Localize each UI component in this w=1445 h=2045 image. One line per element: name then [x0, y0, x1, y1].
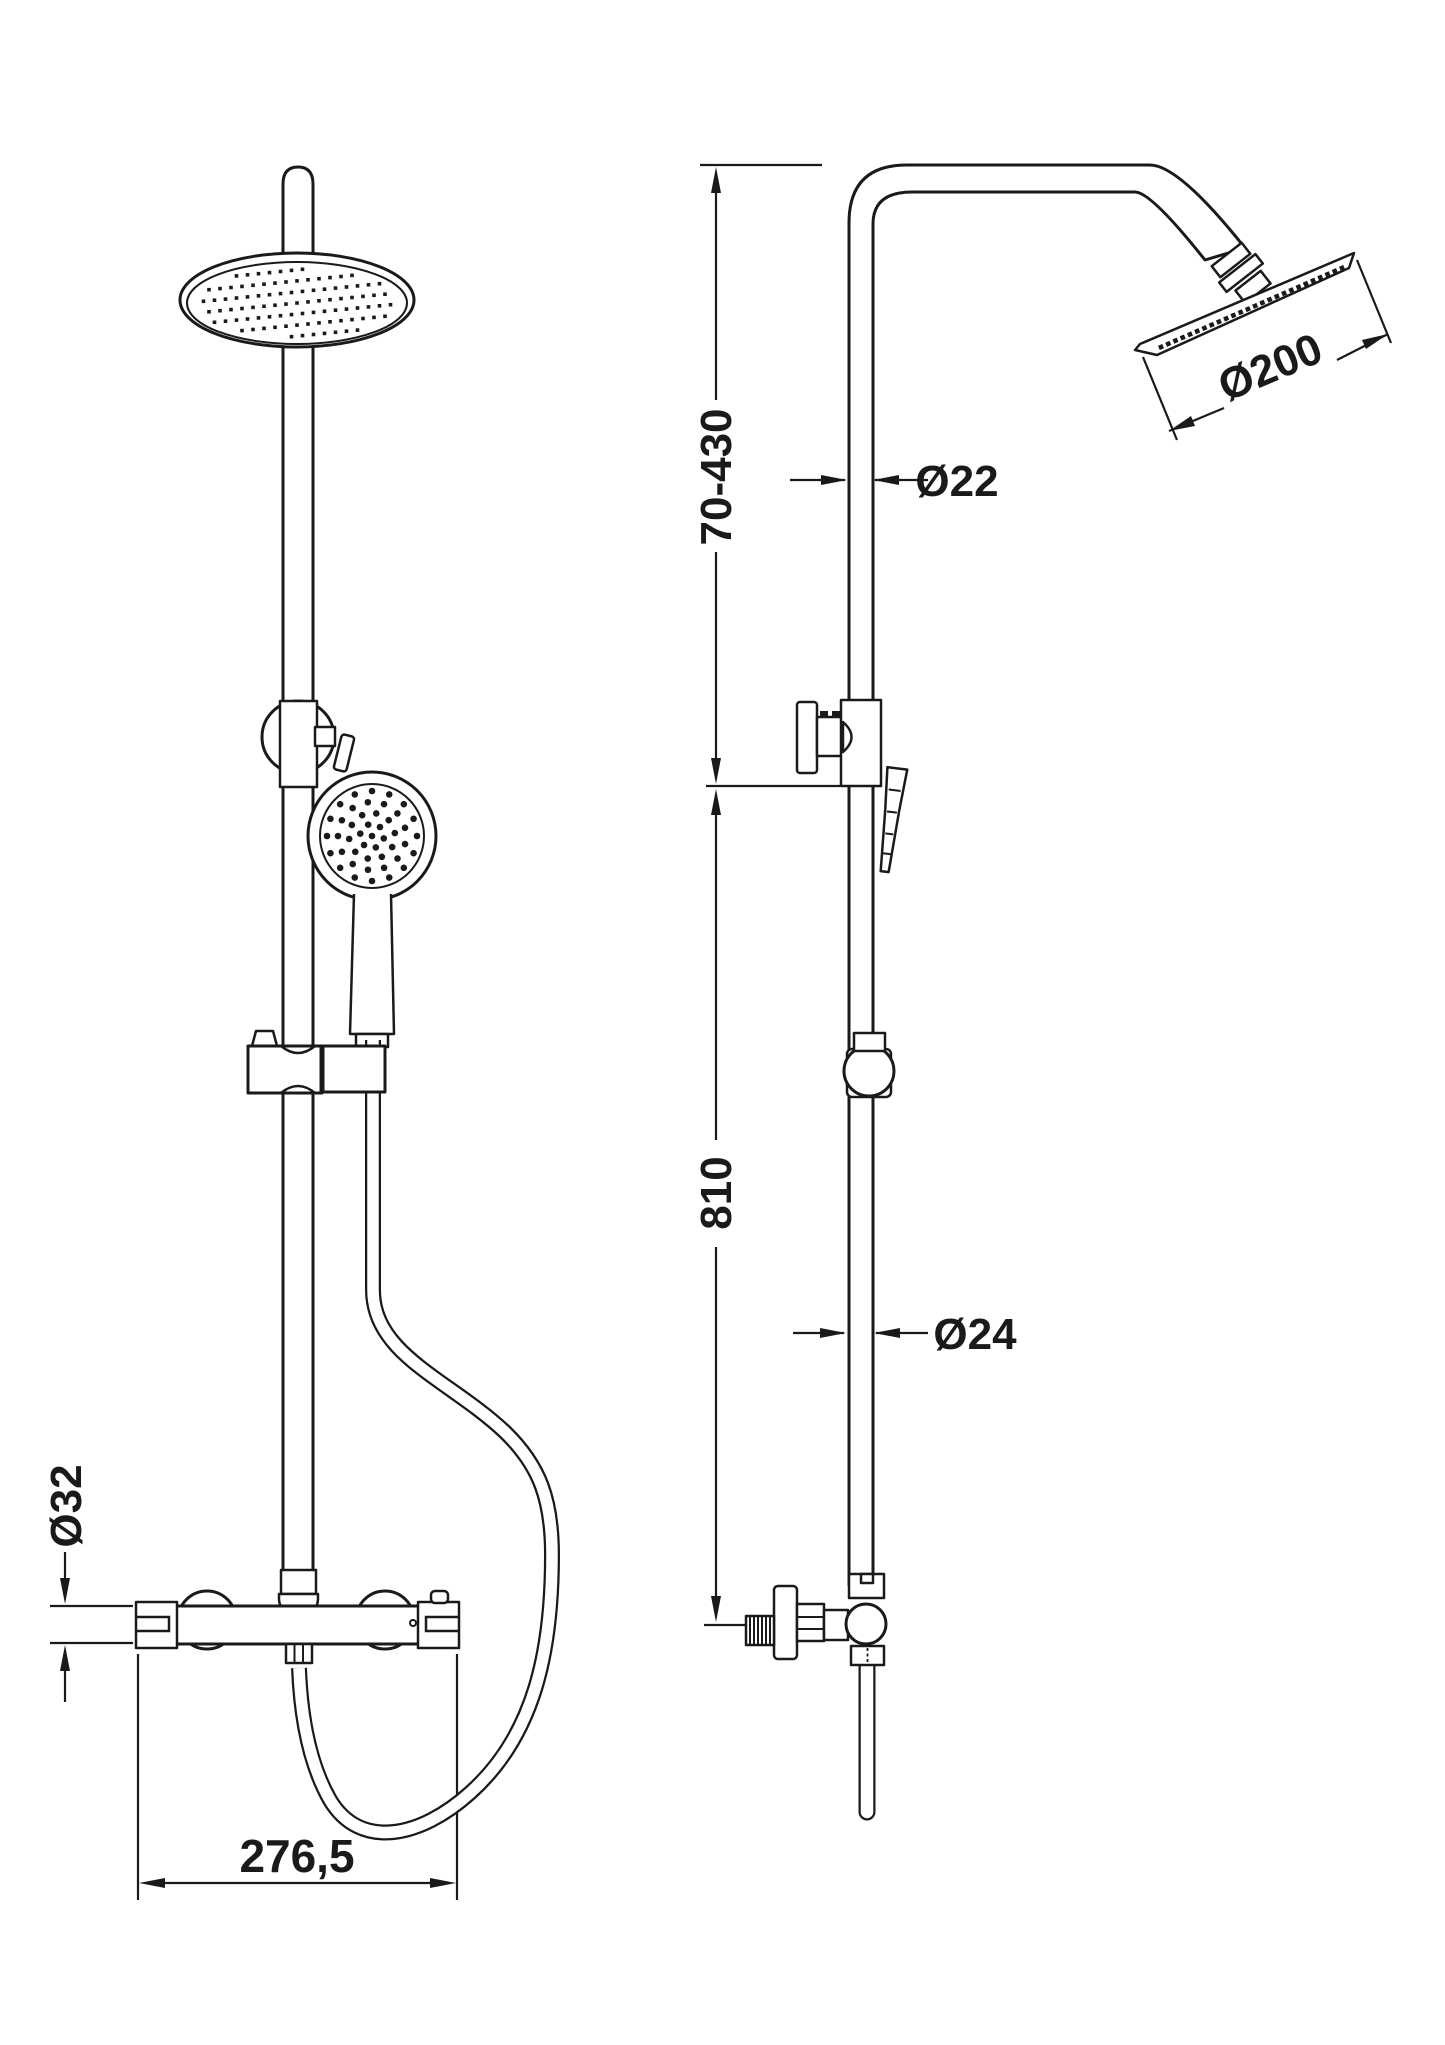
side-overhead-shower: [1133, 251, 1356, 357]
arrowhead-right: [430, 1878, 456, 1888]
dimension-layer: 70-430 810 Ø22 Ø24: [42, 163, 1393, 1900]
clamp-right-block: [320, 1044, 387, 1094]
hand-shower-nozzles: [323, 787, 421, 885]
bracket-flange: [795, 700, 819, 775]
side-riser-pipe: [847, 163, 1247, 1587]
clamp-lock-tab: [250, 1029, 279, 1048]
dim-label-upper-pipe-diameter: Ø22: [915, 457, 998, 506]
front-hand-shower: [306, 770, 438, 1049]
front-view: [134, 165, 561, 1841]
shower-arm-connector: [1210, 241, 1272, 305]
arrowhead-down: [711, 758, 721, 784]
overhead-shower-rim: [178, 251, 416, 349]
arrowhead-up: [711, 789, 721, 815]
dim-upper-pipe-diameter: Ø22: [790, 457, 999, 506]
front-shower-hose: [291, 1040, 561, 1841]
dim-label-rail-diameter: Ø24: [933, 1310, 1017, 1359]
diverter-lever-handle: [332, 733, 356, 773]
valve-left-end-cap: [134, 1600, 179, 1650]
front-diverter: [260, 699, 356, 789]
dim-rail-length: 810: [692, 789, 745, 1627]
front-slider-clamp: [246, 1029, 387, 1095]
front-overhead-shower: [178, 251, 416, 349]
dim-label-valve-body-diameter: Ø32: [42, 1464, 91, 1547]
valve-left-slot: [137, 1615, 171, 1633]
side-collar-notch: [859, 1572, 875, 1585]
dim-rail-diameter: Ø24: [793, 1310, 1017, 1359]
arrowhead-up: [60, 1645, 70, 1671]
side-valve-assembly: [744, 1572, 888, 1821]
inlet-hex-nut: [795, 1602, 826, 1643]
side-clamp-bracket: [852, 1031, 887, 1053]
bracket-ball-nub: [841, 720, 853, 754]
dim-label-rail-length: 810: [692, 1156, 741, 1229]
dim-label-overhead-shower-diameter: Ø200: [1211, 324, 1329, 411]
side-hand-shower: [879, 765, 909, 874]
valve-right-slot: [424, 1615, 458, 1633]
arrowhead-right: [821, 475, 847, 485]
overhead-shower-face: [186, 261, 408, 345]
dim-height-adjust: 70-430: [692, 163, 840, 788]
riser-connector-collar: [279, 1568, 318, 1596]
hand-shower-handle: [348, 893, 396, 1036]
valve-pin-detail: [409, 1619, 417, 1627]
arrowhead-down-left: [1169, 416, 1195, 431]
threaded-inlet: [744, 1614, 776, 1647]
rail-sleeve: [278, 699, 319, 789]
bracket-screw-2: [832, 711, 840, 718]
dim-label-valve-width: 276,5: [239, 1830, 354, 1882]
arrowhead-left: [873, 475, 899, 485]
arrowhead-up: [711, 167, 721, 193]
arrowhead-right: [820, 1328, 846, 1338]
clamp-saddle-top: [280, 1045, 316, 1055]
inlet-link: [822, 1608, 850, 1642]
diverter-lever-base: [313, 725, 337, 748]
arrowhead-down: [711, 1596, 721, 1622]
overhead-shower-nozzles: [201, 267, 393, 339]
clamp-saddle-bottom: [280, 1084, 316, 1094]
side-clamp-ball: [842, 1044, 896, 1098]
front-thermostatic-valve: [134, 1568, 461, 1665]
side-overhead-nozzle-band: [1157, 264, 1346, 351]
side-wall-bracket: [795, 698, 883, 788]
arrowhead-up-right: [1362, 334, 1388, 349]
bracket-screw-1: [820, 711, 828, 718]
arrowhead-left: [874, 1328, 900, 1338]
valve-screw: [429, 1589, 450, 1605]
side-valve-ball: [844, 1602, 888, 1646]
valve-right-end-cap: [416, 1600, 461, 1650]
dim-valve-width: 276,5: [136, 1654, 459, 1900]
side-view: [744, 163, 1356, 1821]
clamp-left-block: [246, 1044, 324, 1095]
hose-outlet-nut: [284, 1642, 314, 1665]
dim-label-height-adjust: 70-430: [692, 408, 741, 545]
arrowhead-left: [139, 1878, 165, 1888]
overhead-shower-slab: [1133, 251, 1356, 357]
dim-valve-body-diameter: Ø32: [42, 1464, 133, 1702]
side-slider-clamp: [842, 1031, 896, 1099]
side-wall-flange: [772, 1584, 799, 1661]
hand-shower-face: [319, 783, 425, 889]
arrowhead-down: [60, 1578, 70, 1604]
front-riser-pipe: [281, 165, 315, 1590]
